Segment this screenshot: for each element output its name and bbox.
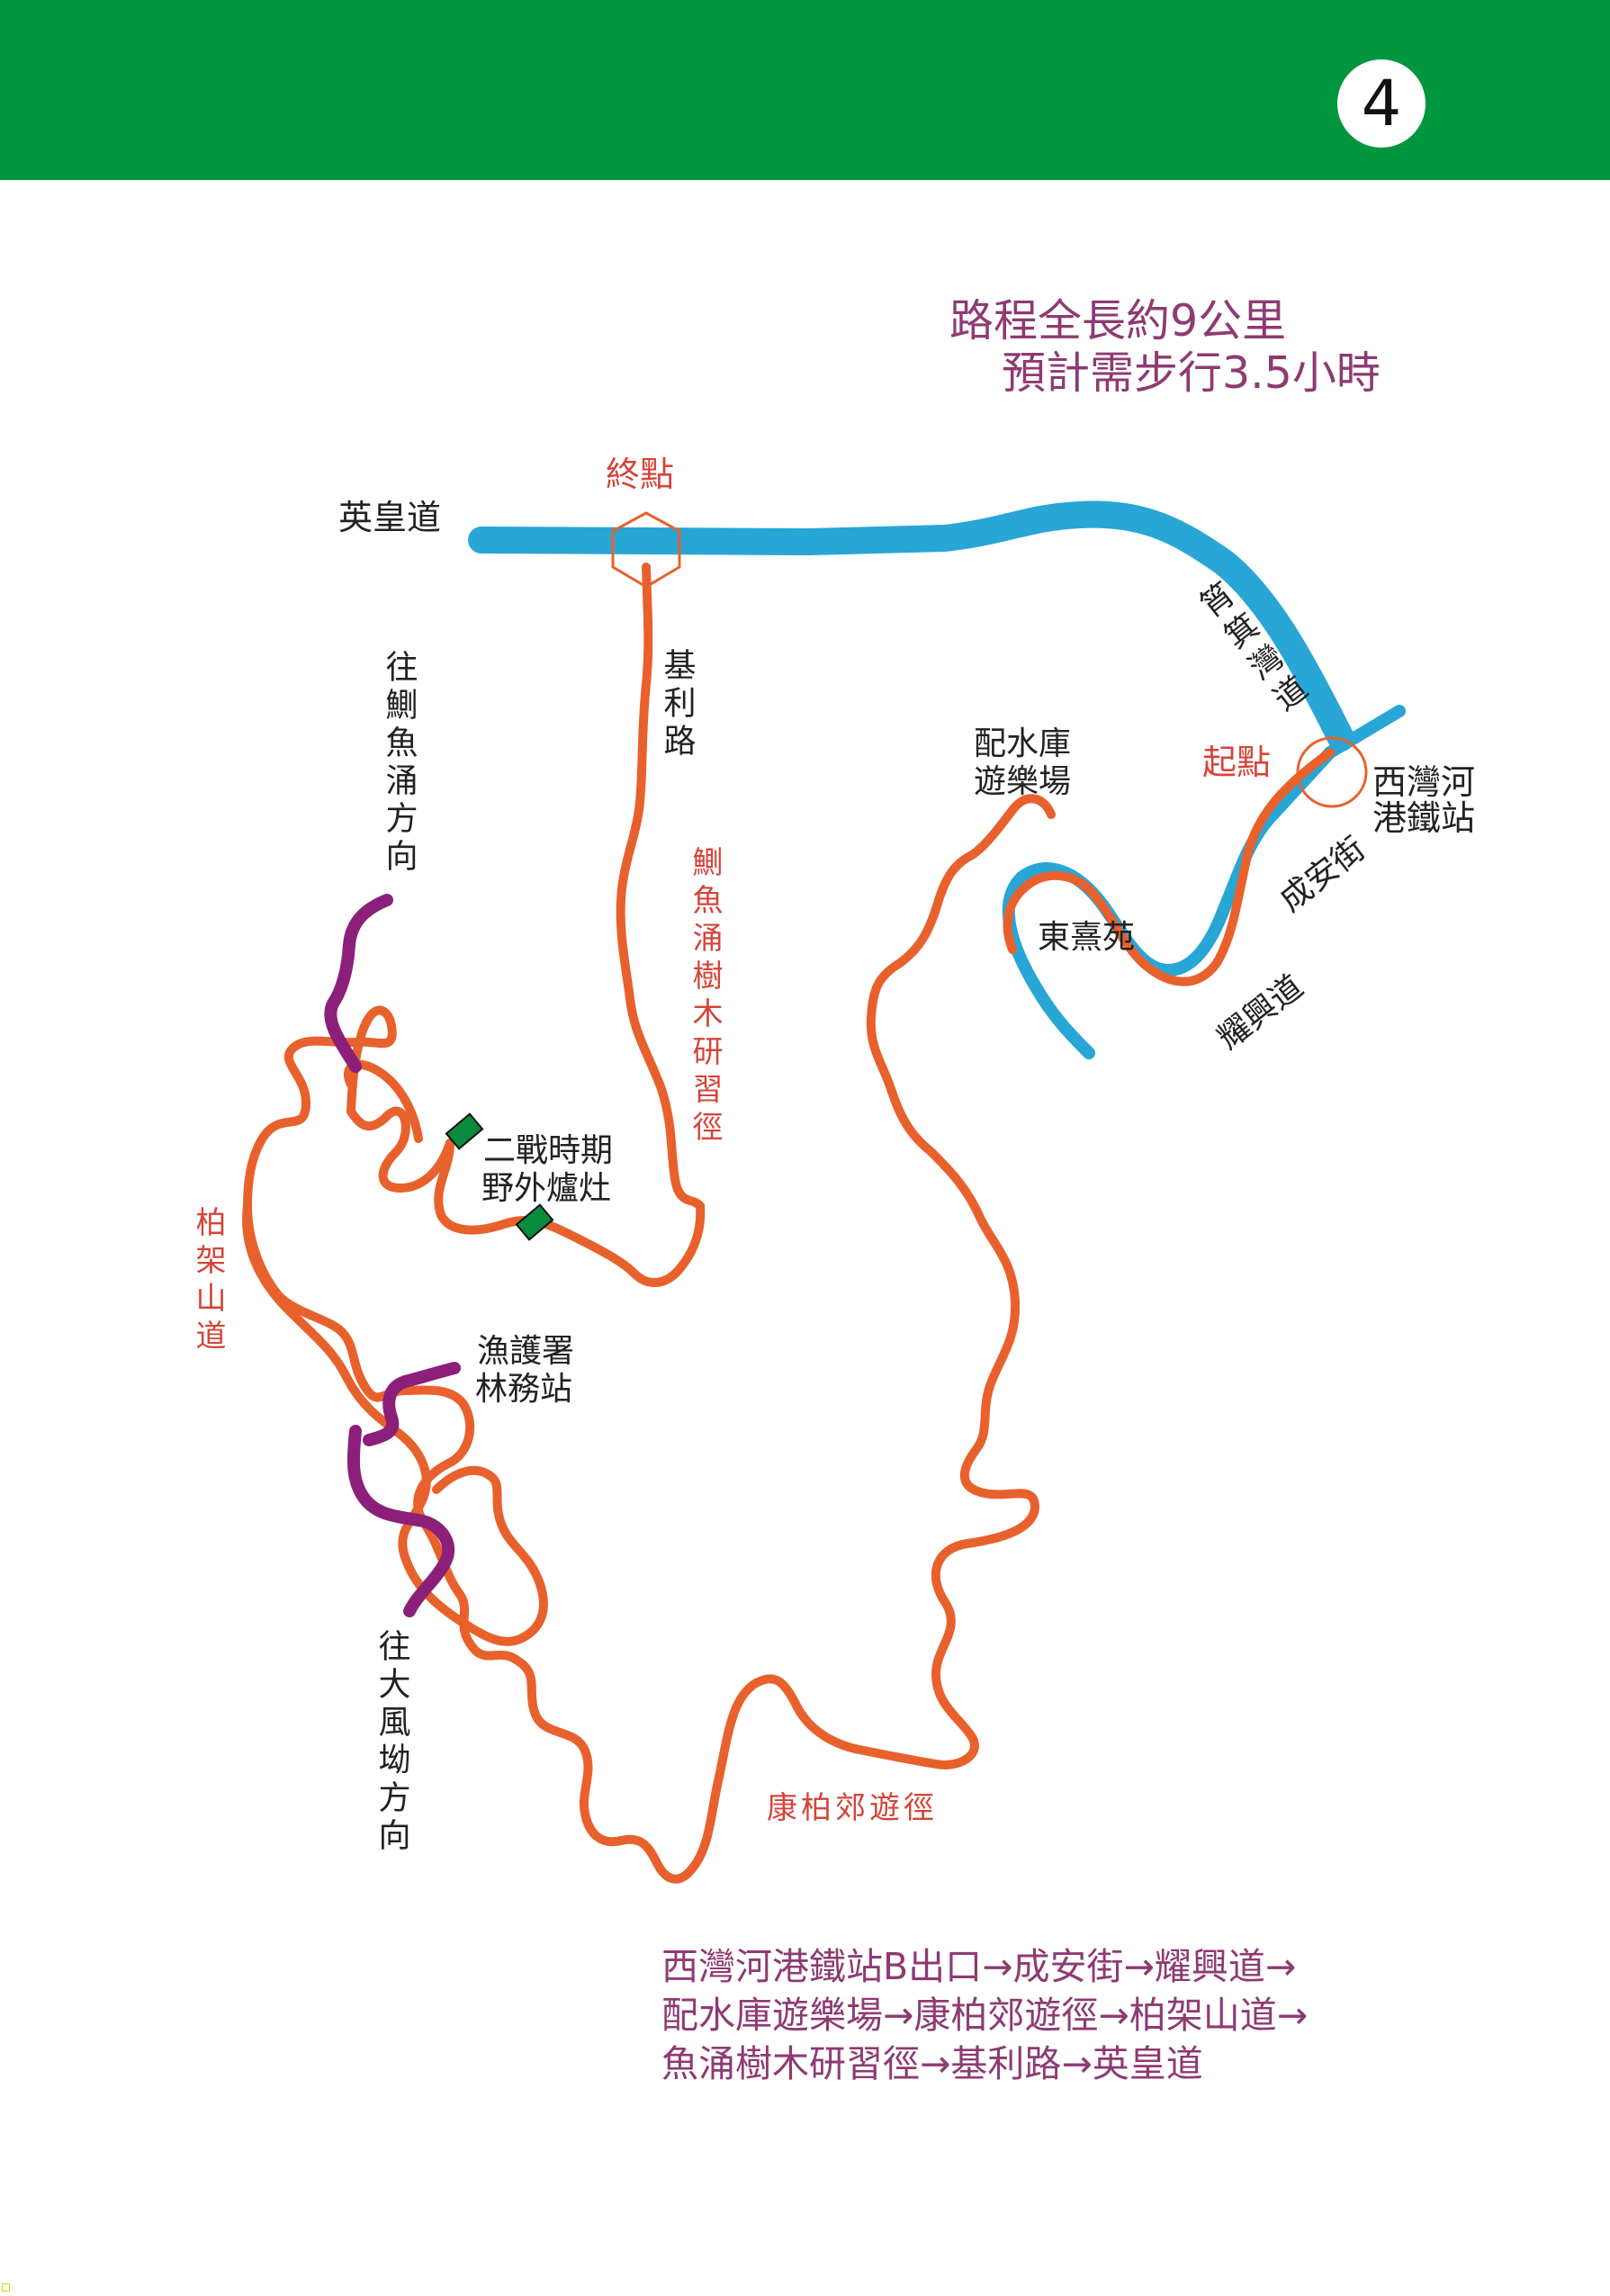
end-point-label: 終點 [606,455,674,494]
afcd-station-label-1: 漁護署 [477,1333,574,1370]
branch-to-quarry-bay [324,894,393,1073]
header-band: 4 [0,0,1610,180]
duration-text: 預計需步行3.5小時 [1002,347,1381,399]
mount-parker-road-trail [243,1005,454,1211]
ying-wong-road-line [468,500,1354,752]
page-number: 4 [1361,67,1402,140]
side-branches [324,894,461,1617]
ww2-stoves-label-2: 野外爐灶 [481,1170,611,1207]
stove-marker-1 [445,1112,484,1150]
sai-wan-ho-road-stub [1324,705,1406,759]
route-summary-line-2: 配水庫遊樂場→康柏郊遊徑→柏架山道→ [661,1994,1309,2037]
branch-to-afcd [363,1362,461,1446]
to-quarry-bay-label: 往鰂魚涌方向 [381,650,418,877]
end-point-hexagon [611,511,681,589]
reservoir-playground-label-2: 遊樂場 [974,763,1071,800]
shing-on-street-label: 成安街 [1273,831,1372,920]
distance-text: 路程全長約9公里 [949,295,1287,347]
route-summary-line-1: 西灣河港鐵站B出口→成安街→耀興道→ [661,1945,1297,1988]
yiu-hing-road-label: 耀興道 [1211,968,1310,1058]
tung-hei-court-label: 東熹苑 [1038,919,1135,956]
ww2-stoves-label-1: 二戰時期 [483,1132,613,1169]
quarry-bay-tree-walk-label: 鰂魚涌樹木研習徑 [687,846,723,1148]
shing-on-street-trail [1003,748,1335,986]
afcd-connector [242,1202,548,1646]
sai-wan-ho-station-label-2: 港鐵站 [1372,798,1475,838]
roads [468,500,1406,1059]
mount-parker-trail-label: 康柏郊遊徑 [767,1790,938,1826]
corner-mark [2,2283,10,2291]
ying-wong-road-label: 英皇道 [338,498,441,537]
branch-to-tai-fung-au [346,1425,455,1617]
tree-walk-trail [616,563,705,1211]
to-tai-fung-au-label: 往大風坳方向 [373,1629,410,1856]
route-info: 路程全長約9公里 預計需步行3.5小時 [949,295,1453,400]
inner-loop-stoves [343,1059,706,1287]
reservoir-to-trail [616,794,1056,1884]
reservoir-playground-label-1: 配水庫 [974,725,1071,762]
start-point-circle [1296,736,1368,808]
start-point-label: 起點 [1202,743,1271,782]
afcd-station-label-2: 林務站 [475,1371,572,1408]
route-summary-line-3: 魚涌樹木研習徑→基利路→英皇道 [661,2042,1203,2085]
route-summary: 西灣河港鐵站B出口→成安街→耀興道→ 配水庫遊樂場→康柏郊遊徑→柏架山道→ 魚涌… [661,1942,1471,2088]
sai-wan-ho-station-label-1: 西灣河 [1372,762,1475,802]
mount-parker-road-label: 柏架山道 [190,1206,226,1357]
stove-marker-2 [515,1203,554,1241]
map-labels: 終點 起點 英皇道 基利路 筲箕灣道 西灣河 港鐵站 成安街 耀興道 東熹苑 配… [190,455,1475,1856]
kei-lee-road-label: 基利路 [659,648,697,761]
page-number-badge: 4 [1337,59,1426,148]
